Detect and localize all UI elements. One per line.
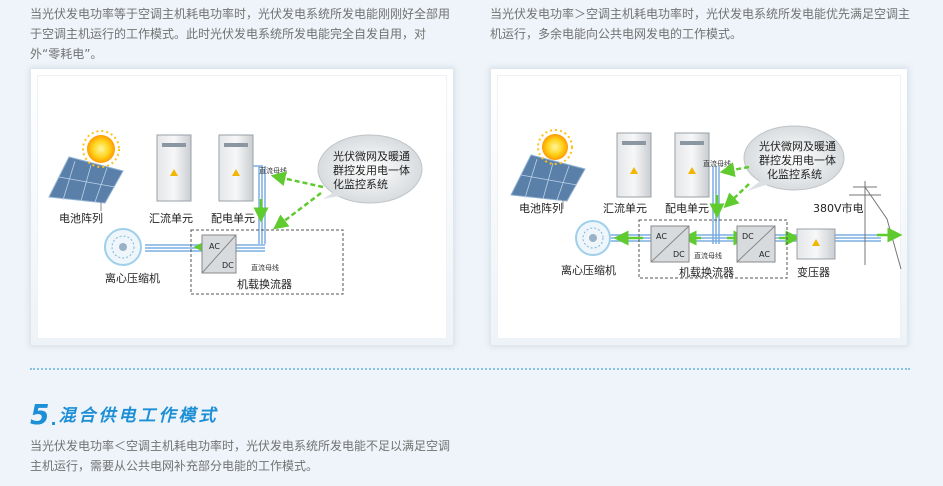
converter-dc-ac-icon xyxy=(736,225,776,263)
converter-ac-dc-icon xyxy=(650,225,690,263)
bubble-line-1: 光伏微网及暖通 xyxy=(333,149,410,163)
converter-ac: AC xyxy=(209,242,220,251)
dc-bus-label-top: 直流母线 xyxy=(259,166,287,175)
converter-boundary xyxy=(638,219,788,279)
sun-icon xyxy=(82,130,120,168)
converter-ac: AC xyxy=(656,232,667,241)
section-title: 混合供电工作模式 xyxy=(58,406,219,426)
distribution-cabinet-icon xyxy=(674,132,710,198)
section-number-dot: . xyxy=(50,410,57,429)
dc-bus-label-bottom: 直流母线 xyxy=(694,251,722,260)
inverter-ac: AC xyxy=(759,250,770,259)
dc-bus-label-top: 直流母线 xyxy=(703,159,731,168)
converter-label: 机载换流器 xyxy=(679,265,734,279)
power-tower-icon xyxy=(849,181,902,270)
sun-icon xyxy=(537,129,573,165)
dc-bus-label-bottom: 直流母线 xyxy=(251,263,279,272)
bubble-line-3: 化监控系统 xyxy=(333,177,388,191)
converter-dc: DC xyxy=(673,250,685,259)
converter-label: 机载换流器 xyxy=(237,277,292,291)
distribution-cabinet-icon xyxy=(218,134,254,202)
bubble-line-1: 光伏微网及暖通 xyxy=(759,139,836,153)
compressor-label: 离心压缩机 xyxy=(105,271,160,285)
transformer-label: 变压器 xyxy=(797,265,830,279)
converter-boundary xyxy=(190,229,344,295)
solar-panel-icon xyxy=(48,156,124,211)
compressor-icon xyxy=(104,228,142,266)
diagram-panel-left: 电池阵列 汇流单元 配电单元 直流母线 直流母线 xyxy=(30,68,454,346)
mode-description-greater: 当光伏发电功率＞空调主机耗电功率时，光伏发电系统所发电能优先满足空调主机运行，多… xyxy=(490,7,911,41)
combiner-label: 汇流单元 xyxy=(603,201,647,215)
bubble-line-2: 群控发用电一体 xyxy=(333,163,410,177)
combiner-label: 汇流单元 xyxy=(149,211,193,225)
converter-dc: DC xyxy=(222,261,234,270)
solar-panel-icon xyxy=(510,154,586,209)
compressor-icon xyxy=(575,220,611,256)
monitoring-system-bubble xyxy=(317,134,423,204)
power-flow-arrows xyxy=(613,162,903,246)
mode-description-equal: 当光伏发电功率等于空调主机耗电功率时，光伏发电系统所发电能刚刚好全部用于空调主机… xyxy=(30,7,451,61)
compressor-label: 离心压缩机 xyxy=(561,263,616,277)
monitoring-system-bubble xyxy=(743,125,845,191)
section-divider xyxy=(30,368,910,370)
section-number: 5 xyxy=(30,398,50,431)
section-heading: 5 . 混合供电工作模式 xyxy=(30,397,219,431)
distribution-label: 配电单元 xyxy=(665,202,709,215)
converter-icon xyxy=(201,234,237,274)
bubble-line-3: 化监控系统 xyxy=(767,167,822,181)
solar-array-label: 电池阵列 xyxy=(59,211,103,225)
mode-description-less: 当光伏发电功率＜空调主机耗电功率时，光伏发电系统所发电能不足以满足空调主机运行，… xyxy=(30,439,451,473)
inverter-dc: DC xyxy=(742,232,754,241)
transformer-icon xyxy=(796,228,836,260)
diagram-right: 电池阵列 汇流单元 配电单元 直流母线 直流母线 光伏微网及暖通 群 xyxy=(510,125,903,279)
combiner-cabinet-icon xyxy=(156,134,192,202)
bubble-line-2: 群控发用电一体 xyxy=(759,153,836,167)
diagram-panel-right: 电池阵列 汇流单元 配电单元 直流母线 直流母线 光伏微网及暖通 群 xyxy=(490,68,908,346)
combiner-cabinet-icon xyxy=(616,132,652,198)
distribution-label: 配电单元 xyxy=(211,212,255,225)
diagram-left: 电池阵列 汇流单元 配电单元 直流母线 直流母线 xyxy=(48,130,423,295)
grid-label: 380V市电 xyxy=(813,201,864,215)
solar-array-label: 电池阵列 xyxy=(519,201,563,215)
